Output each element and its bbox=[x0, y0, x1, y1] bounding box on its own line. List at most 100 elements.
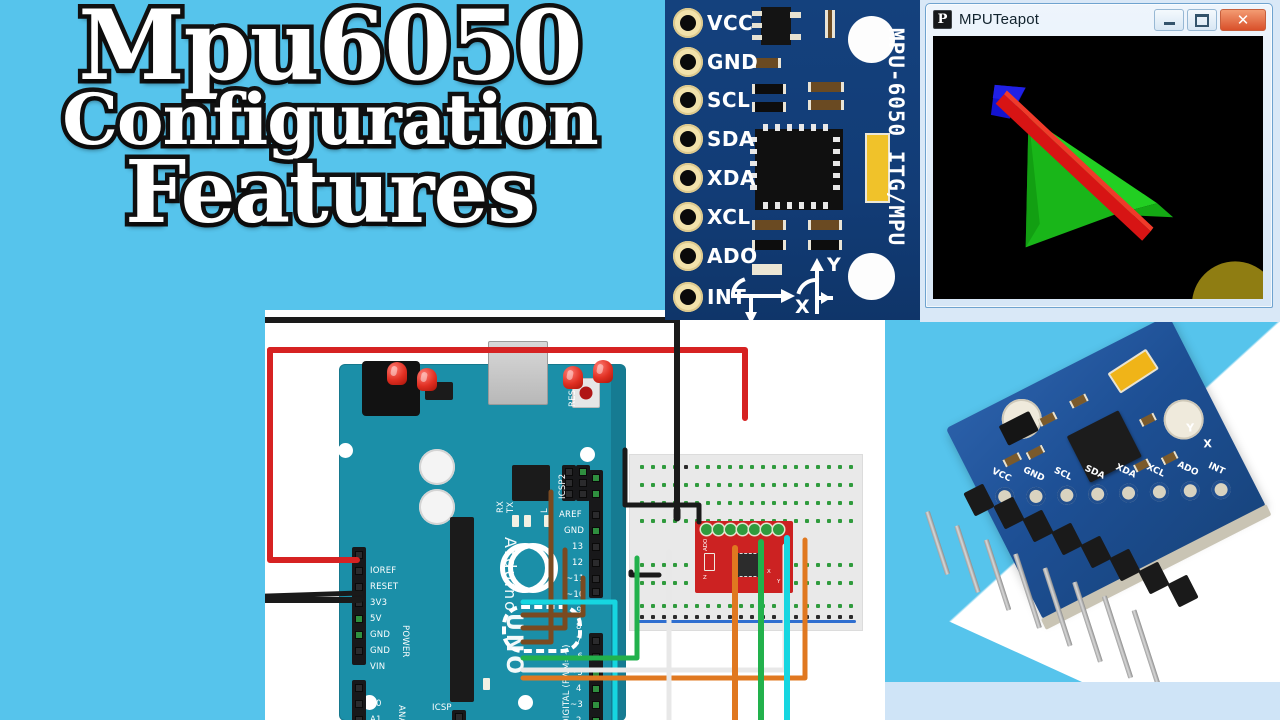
led-1 bbox=[387, 362, 407, 388]
axis-indicator-x bbox=[730, 277, 795, 320]
pin-label-ado: ADO bbox=[707, 244, 758, 268]
smd-capacitor bbox=[752, 102, 786, 112]
led-2 bbox=[417, 368, 437, 394]
pin-label-4: 4 bbox=[576, 684, 582, 694]
mpu6050-chip bbox=[750, 124, 840, 209]
pin-label-gnd: GND bbox=[707, 50, 759, 74]
close-icon: ✕ bbox=[1236, 10, 1250, 29]
smd-resistor bbox=[752, 220, 786, 230]
sensor-pad-xcl bbox=[761, 524, 772, 535]
sensor-pad-sda bbox=[737, 524, 748, 535]
pin-label-vin: VIN bbox=[370, 662, 386, 672]
icsp-label: ICSP bbox=[432, 703, 452, 713]
minimize-button[interactable] bbox=[1154, 9, 1184, 31]
smd-resistor bbox=[808, 100, 844, 110]
pin-label-gnd-d: GND bbox=[564, 526, 585, 536]
mounting-hole bbox=[848, 16, 895, 63]
axis-label-x: X bbox=[795, 296, 810, 318]
mounting-hole bbox=[848, 253, 895, 300]
digital-header-top[interactable] bbox=[589, 470, 603, 598]
mpu6050-board-illustration: VCC GND SCL SDA XDA XCL ADO INT MPU-6050… bbox=[665, 0, 920, 320]
processing-p-icon: P bbox=[933, 10, 952, 29]
pin-pad-ado bbox=[673, 241, 703, 271]
electrolytic-capacitor bbox=[419, 489, 455, 525]
module-axis-y: Y bbox=[1186, 421, 1195, 435]
pin-label-13: 13 bbox=[572, 542, 584, 552]
window-titlebar[interactable]: P MPUTeapot bbox=[926, 4, 1272, 35]
pin-label-reset: RESET bbox=[370, 582, 399, 592]
pin-label-sda: SDA bbox=[707, 127, 755, 151]
usb-controller-ic bbox=[512, 465, 550, 501]
title-line-1: Mpu6050 bbox=[74, 0, 587, 102]
pin-pad-xda bbox=[673, 163, 703, 193]
icsp2-header bbox=[576, 465, 590, 501]
arduino-uno-board: RESET ICSP2 AREF bbox=[338, 341, 625, 720]
analog-header[interactable] bbox=[352, 680, 366, 720]
led-3 bbox=[563, 366, 583, 392]
axis-label-y: Y bbox=[827, 254, 841, 276]
tantalum-capacitor bbox=[865, 133, 890, 203]
sensor-axis-y: Y bbox=[777, 579, 781, 585]
mounting-hole bbox=[518, 695, 533, 710]
sensor-axis-z: Z bbox=[703, 575, 707, 581]
pin-label-scl: SCL bbox=[707, 88, 751, 112]
teapot-render-canvas[interactable] bbox=[933, 36, 1263, 299]
icsp2-header bbox=[562, 465, 576, 501]
sensor-pad-vcc bbox=[701, 524, 712, 535]
power-led bbox=[483, 678, 490, 690]
sensor-pad-xda bbox=[749, 524, 760, 535]
maximize-button[interactable] bbox=[1187, 9, 1217, 31]
title-block: Mpu6050 Configuration Features bbox=[0, 0, 660, 296]
ado-jumper bbox=[704, 553, 715, 571]
pin-label-3: ~3 bbox=[570, 700, 583, 710]
photo-bottom-strip bbox=[885, 682, 1280, 720]
pin-label-a0: A0 bbox=[370, 699, 382, 709]
pin-label-ioref: IOREF bbox=[370, 566, 397, 576]
title-line-2: Configuration bbox=[58, 78, 604, 162]
title-line-3: Features bbox=[121, 141, 541, 243]
fritzing-wiring-diagram: ADO X Y Z RESET bbox=[265, 310, 885, 720]
rx-led bbox=[524, 515, 531, 527]
breadboard-rail-blue bbox=[636, 620, 856, 623]
mpu6050-breakout-red: ADO X Y Z bbox=[695, 521, 793, 593]
sensor-axis-x: X bbox=[767, 569, 771, 575]
led-4 bbox=[593, 360, 613, 386]
module-axis-x: X bbox=[1203, 437, 1213, 451]
voltage-regulator bbox=[752, 7, 801, 45]
smd-jumper bbox=[752, 264, 782, 275]
chip-pins bbox=[750, 124, 845, 212]
smd-resistor bbox=[808, 220, 842, 230]
pin-label-12: 12 bbox=[572, 558, 584, 568]
mounting-hole bbox=[580, 447, 595, 462]
close-button[interactable]: ✕ bbox=[1220, 9, 1266, 31]
uno-capsule bbox=[502, 605, 582, 653]
smd-resistor bbox=[753, 58, 781, 68]
tx-led bbox=[512, 515, 519, 527]
smd-resistor bbox=[825, 10, 835, 38]
window-frame: P MPUTeapot ✕ bbox=[925, 3, 1273, 308]
icsp-header bbox=[452, 710, 466, 720]
pin-label-10: ~10 bbox=[566, 590, 585, 600]
smd-capacitor bbox=[808, 240, 842, 250]
axis-indicator-y bbox=[796, 258, 833, 314]
microcontroller-ic bbox=[450, 517, 474, 702]
electrolytic-capacitor bbox=[419, 449, 455, 485]
mputeapot-window[interactable]: P MPUTeapot ✕ bbox=[920, 0, 1280, 322]
gy521-module-photo: VCC GND SCL SDA XDA XCL ADO INT Y X bbox=[885, 322, 1280, 682]
pin-pad-vcc bbox=[673, 8, 703, 38]
pin-label-xcl: XCL bbox=[707, 205, 751, 229]
board-silkscreen-text: MPU-6050 ITG/MPU bbox=[884, 28, 908, 247]
teapot-3d-model bbox=[936, 36, 1263, 299]
mounting-hole bbox=[338, 443, 353, 458]
pin-label-a1: A1 bbox=[370, 715, 382, 720]
pin-label-gnd1: GND bbox=[370, 630, 391, 640]
sensor-pad-ado bbox=[773, 524, 784, 535]
smd-capacitor bbox=[752, 84, 786, 94]
pin-label-5v: 5V bbox=[370, 614, 382, 624]
sensor-pad-gnd bbox=[713, 524, 724, 535]
window-controls[interactable]: ✕ bbox=[1154, 9, 1266, 31]
pin-pad-int bbox=[673, 282, 703, 312]
smd-capacitor bbox=[752, 240, 786, 250]
pin-label-3v3: 3V3 bbox=[370, 598, 388, 608]
